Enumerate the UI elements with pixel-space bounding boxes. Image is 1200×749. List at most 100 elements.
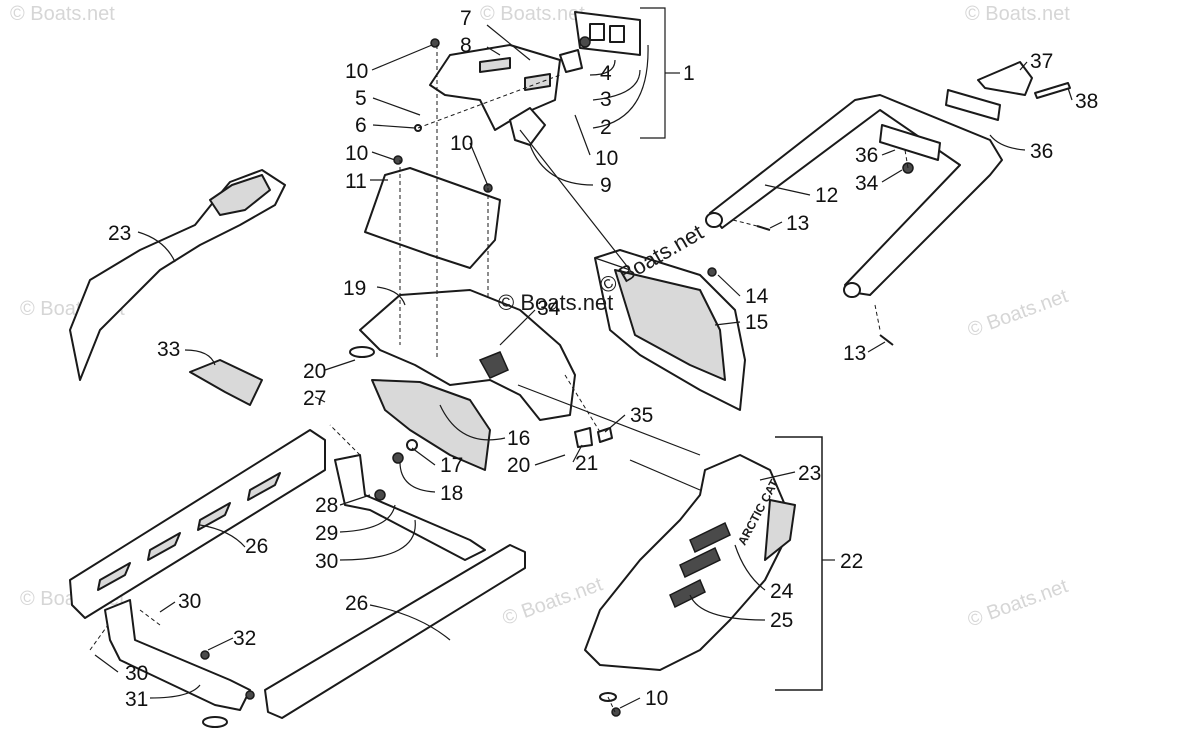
callout-1: 1 (683, 62, 695, 85)
callout-29: 29 (315, 522, 338, 545)
watermark-top-center: © Boats.net (480, 3, 585, 25)
clamp-36-upper (945, 89, 1001, 121)
side-panel-edge (764, 499, 796, 561)
callout-6: 6 (355, 114, 367, 137)
housing-reflector-left (479, 57, 511, 73)
callout-20a: 20 (303, 360, 326, 383)
leader-21 (572, 444, 583, 463)
leader-30a (339, 519, 416, 561)
callout-9: 9 (600, 174, 612, 197)
callout-26b: 26 (345, 592, 368, 615)
callout-23b: 23 (798, 462, 821, 485)
pad-33 (189, 359, 263, 406)
side-fender (371, 379, 491, 471)
leader-14 (717, 274, 741, 297)
dash-washer-line (417, 74, 561, 129)
callout-18: 18 (440, 482, 463, 505)
dash-bracket-30 (89, 624, 109, 651)
screw-10-left (393, 155, 403, 165)
leader-7 (486, 24, 531, 61)
leader-8 (486, 46, 501, 56)
dash-pin-13-lower (874, 304, 881, 331)
leader-27 (314, 396, 326, 403)
inner-fender (359, 289, 576, 421)
leader-10e (619, 697, 641, 709)
leader-31 (149, 684, 201, 699)
tow-handle (709, 94, 1003, 296)
callout-38: 38 (1075, 90, 1098, 113)
leader-29 (339, 504, 396, 533)
leader-23b (759, 471, 796, 481)
leader-4 (589, 59, 616, 76)
mount-bracket-28 (334, 454, 486, 561)
dash-bracket-28 (329, 424, 361, 456)
leader-22-link (629, 459, 701, 491)
bracket-28 (334, 454, 486, 561)
tow-handle-12 (705, 61, 1071, 346)
leader-10b (371, 151, 396, 161)
leader-19 (376, 286, 406, 306)
callout-19: 19 (343, 277, 366, 300)
leader-9 (529, 144, 594, 186)
leader-lines (94, 7, 1073, 709)
assembly-lines (89, 45, 909, 713)
callout-21: 21 (575, 452, 598, 475)
leader-6 (372, 124, 416, 129)
grommet-20 (349, 346, 375, 358)
leader-18 (399, 461, 436, 493)
bolt-38 (1034, 82, 1071, 99)
body-panel-15 (574, 249, 746, 448)
callout-27: 27 (303, 387, 326, 410)
callout-10c: 10 (450, 132, 473, 155)
taillight-bulb (559, 49, 583, 73)
fender-mount-boss (478, 351, 509, 379)
clamp-36-lower (879, 124, 941, 161)
rail-lower-26 (264, 544, 526, 719)
screw-14 (707, 267, 717, 277)
watermark-top-right: © Boats.net (965, 3, 1070, 25)
pin-13-upper (756, 225, 771, 231)
side-panel-22: ARCTIC CAT (584, 454, 796, 717)
taillight-lens (574, 11, 641, 56)
callout-17: 17 (440, 454, 463, 477)
leader-28 (339, 494, 371, 506)
leader-20a (324, 359, 356, 371)
callout-36a: 36 (855, 144, 878, 167)
callout-10b: 10 (345, 142, 368, 165)
callout-20b: 20 (507, 454, 530, 477)
leader-38 (1067, 87, 1073, 101)
callout-25: 25 (770, 609, 793, 632)
housing-reflector-right (524, 73, 551, 91)
dash-nut-34 (904, 149, 909, 169)
inline-watermark: © Boats.net (498, 290, 613, 315)
left-shroud-top (209, 174, 271, 216)
leader-24 (734, 544, 766, 591)
leader-3 (592, 69, 641, 101)
dash-bracket-30b (139, 609, 161, 626)
dash-pin-13 (732, 219, 758, 227)
leader-33 (184, 349, 216, 366)
decal-25-stripe-1 (669, 578, 706, 609)
leader-34a (499, 309, 536, 346)
leader-16 (439, 404, 506, 441)
washer-17 (406, 439, 418, 451)
callout-35: 35 (630, 404, 653, 427)
leader-20b (534, 454, 566, 466)
callout-13a: 13 (786, 212, 809, 235)
watermark-bottom-right: © Boats.net (965, 575, 1071, 632)
rail-slot-3 (197, 502, 231, 531)
decal-25-stripe-2 (679, 546, 721, 579)
leader-10c (469, 142, 489, 187)
callout-23a: 23 (108, 222, 131, 245)
leader-35 (604, 414, 626, 433)
washer-6 (414, 124, 422, 132)
rail-upper-26 (69, 429, 326, 619)
bracket-37 (977, 61, 1033, 96)
callout-2: 2 (600, 116, 612, 139)
tow-handle-end-right (843, 282, 861, 298)
tow-handle-end-left (705, 212, 723, 228)
leader-17 (411, 447, 436, 466)
callout-14: 14 (745, 285, 769, 308)
snowflap-bracket (364, 155, 501, 269)
